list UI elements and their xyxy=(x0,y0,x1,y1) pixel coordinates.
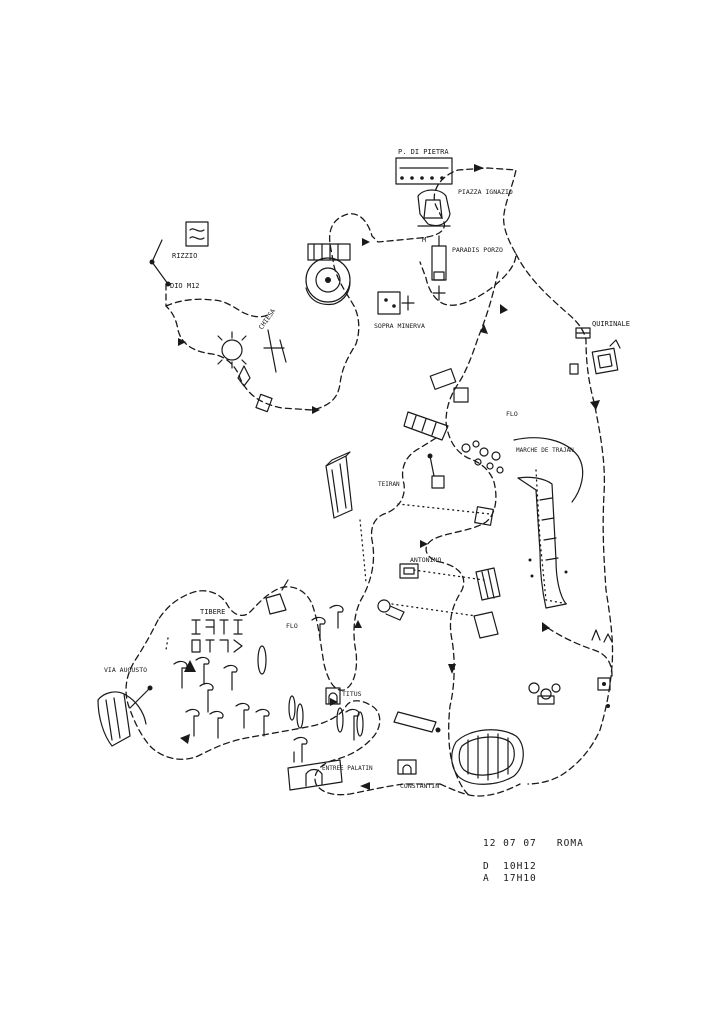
trip-arrival-time: A 17H10 xyxy=(483,873,537,884)
pantheon-sketch xyxy=(305,243,351,306)
route-path-east-spur xyxy=(547,627,613,677)
route-path-east xyxy=(515,253,614,785)
route-path-center xyxy=(425,271,499,797)
piazza-ignazio-sketch xyxy=(417,189,451,227)
temple-columns-sketch xyxy=(325,451,445,519)
label-flo-2: FLO xyxy=(286,622,298,630)
label-m-mark: M xyxy=(422,236,426,244)
trajan-markets-sketch xyxy=(513,437,584,609)
arch-of-constantine-sketch xyxy=(397,759,417,775)
label-p-di-pietra: P. DI PIETRA xyxy=(398,148,449,156)
label-tibere: TIBERE xyxy=(200,608,225,616)
route-path-west-branch xyxy=(165,298,271,318)
entree-palatin-sketch xyxy=(287,751,343,791)
quirinale-sketch xyxy=(569,327,621,375)
route-path-colosseum-south xyxy=(439,783,521,797)
label-sopra-minerva: SOPRA MINERVA xyxy=(374,322,425,330)
dotted-connector-3 xyxy=(391,603,477,617)
fountain-sketch xyxy=(149,221,209,287)
trip-departure-time: D 10H12 xyxy=(483,861,537,872)
label-paradis-porzo: PARADIS PORZO xyxy=(452,246,503,254)
label-chiesa: CHIESA xyxy=(257,307,277,331)
via-augusto-sketch xyxy=(97,685,153,747)
label-quirinale: QUIRINALE xyxy=(592,320,630,328)
sopra-minerva-sketch xyxy=(377,291,415,315)
southeast-ruins-sketch xyxy=(528,629,613,708)
label-via-augusto: VIA AUGUSTO xyxy=(104,666,147,674)
route-path-southwest xyxy=(125,619,441,796)
label-antonino: ANTONINO xyxy=(410,556,441,564)
label-flo-1: FLO xyxy=(506,410,518,418)
forum-temples-sketch xyxy=(377,506,501,639)
dotted-connector-4 xyxy=(359,519,367,583)
label-piazza-ignazio: PIAZZA IGNAZIO xyxy=(458,188,513,196)
label-constantin: CONSTANTIN xyxy=(400,782,439,790)
pine-trees-sketch xyxy=(173,604,364,763)
colosseum-sketch xyxy=(393,711,524,785)
dotted-connector-5 xyxy=(535,469,569,605)
chiesa-sketch xyxy=(217,329,287,413)
label-teiran: TEIRAN xyxy=(378,481,400,488)
label-titus: TITUS xyxy=(342,690,362,698)
trajan-ruins-sketch xyxy=(403,368,504,474)
dotted-connector-2 xyxy=(413,569,485,581)
trip-date-city: 12 07 07 ROMA xyxy=(483,838,584,849)
column-sketch xyxy=(431,235,447,301)
label-marche-traian: MARCHE DE TRAJAN xyxy=(516,447,574,454)
label-entree-palatin: ENTREE PALATIN xyxy=(322,765,373,772)
label-dio-m12: DIO M12 xyxy=(170,282,200,290)
piazza-di-pietra-sketch xyxy=(395,157,453,185)
arch-of-titus-sketch xyxy=(325,687,341,705)
dotted-connector-1 xyxy=(397,503,491,515)
route-arrows xyxy=(178,164,600,790)
dotted-connector-6 xyxy=(165,637,169,651)
label-rizzio: RIZZIO xyxy=(172,252,197,260)
route-path-forum xyxy=(157,437,437,691)
route-path-north xyxy=(165,167,517,411)
tibere-sketch xyxy=(191,579,289,653)
